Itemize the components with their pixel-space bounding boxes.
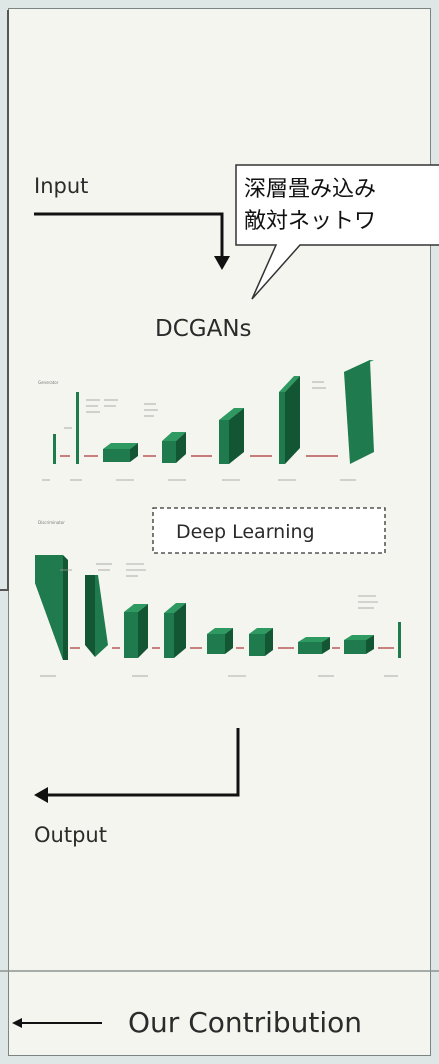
deep-learning-box	[152, 507, 386, 554]
generator-network	[42, 360, 374, 481]
disc-block-4-side	[174, 603, 186, 658]
contribution-label: Our Contribution	[128, 1006, 362, 1039]
discriminator-label: Discriminator	[38, 520, 65, 525]
disc-block-5-top	[207, 628, 233, 634]
disc-block-8-top	[344, 635, 374, 640]
input-arrow	[34, 212, 224, 256]
disc-block-3	[124, 612, 138, 658]
callout-bubble	[235, 164, 439, 300]
disc-block-6	[249, 634, 265, 656]
disc-block-5	[207, 634, 225, 654]
dcgan-title: DCGANs	[155, 316, 252, 342]
gen-block-2-top	[162, 432, 186, 441]
gen-input-vector	[53, 434, 56, 464]
disc-block-8	[344, 640, 366, 654]
input-arrowhead	[214, 256, 230, 270]
disc-block-4	[164, 613, 174, 658]
disc-block-8-side	[366, 635, 374, 654]
disc-output-vector	[398, 622, 401, 658]
disc-block-1-side	[63, 555, 68, 660]
disc-annotations	[40, 563, 398, 677]
disc-block-2-side	[85, 575, 95, 657]
gen-block-3	[219, 420, 229, 464]
deep-learning-label: Deep Learning	[176, 521, 315, 543]
disc-block-6-side	[265, 628, 273, 656]
gen-block-4-top	[279, 376, 300, 392]
left-bracket-line	[0, 10, 9, 591]
output-label: Output	[34, 823, 107, 847]
disc-block-3-top	[124, 604, 148, 612]
gen-block-1-top	[103, 443, 138, 449]
input-label: Input	[34, 174, 88, 198]
disc-block-4-top	[164, 603, 186, 613]
gen-block-1	[103, 449, 130, 462]
disc-block-1-face	[35, 555, 63, 660]
gen-block-3-top	[219, 408, 244, 420]
output-arrow	[48, 728, 240, 797]
gen-block-5	[344, 360, 374, 464]
disc-block-7-side	[322, 637, 330, 654]
output-arrowhead	[34, 787, 48, 803]
disc-block-3-side	[138, 604, 148, 658]
gen-block-1-side	[130, 443, 138, 462]
gen-block-4-side	[285, 376, 300, 464]
disc-block-7	[298, 642, 322, 654]
callout-line-2: 敵対ネットワ	[244, 209, 376, 234]
gen-block-3-side	[229, 408, 244, 464]
disc-block-7-top	[298, 637, 330, 642]
gen-block-4	[279, 392, 285, 464]
gen-linear-layer	[76, 392, 79, 464]
gen-block-2	[162, 441, 176, 463]
contribution-arrowhead	[12, 1018, 22, 1028]
generator-label: Generator	[38, 380, 59, 385]
disc-block-5-side	[225, 628, 233, 654]
discriminator-network	[35, 555, 401, 677]
callout-line-1: 深層畳み込み	[244, 177, 376, 202]
gen-annotations	[42, 381, 356, 481]
gen-block-2-side	[176, 432, 186, 463]
